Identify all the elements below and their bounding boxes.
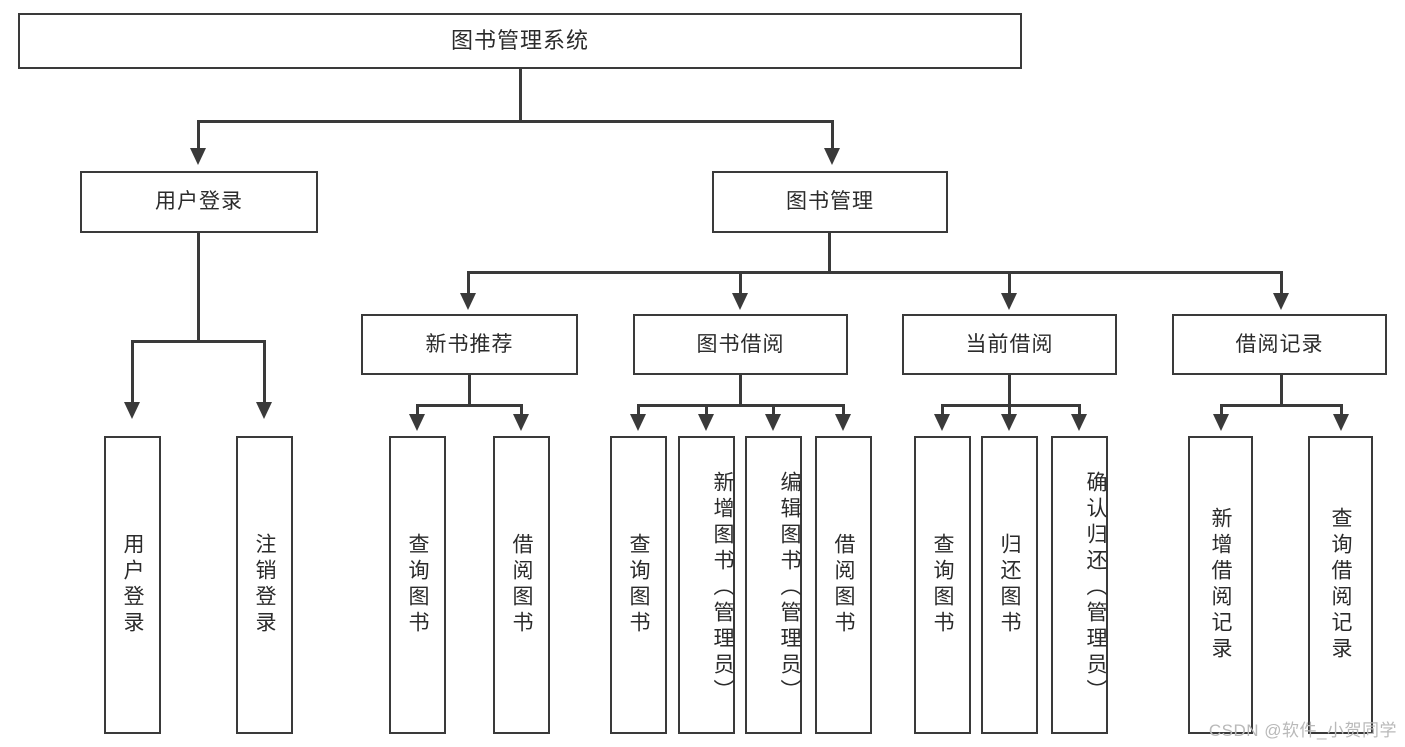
leaf-confirm-return-admin[interactable]: 确认归还（管理员） [1051,436,1108,734]
node-label: 新增借阅记录 [1209,507,1232,663]
node-user-login[interactable]: 用户登录 [80,171,318,233]
leaf-query-book-current[interactable]: 查询图书 [914,436,971,734]
edge-borrow-bus [637,404,845,407]
node-label: 用户登录 [155,190,243,214]
leaf-query-book-new[interactable]: 查询图书 [389,436,446,734]
edge-root-to-books [831,120,834,150]
node-label: 图书管理 [786,190,874,214]
node-label: 借阅记录 [1235,332,1324,356]
edge-books-to-new [467,271,470,296]
node-label: 用户登录 [121,533,144,637]
edge-newbook-to-leaf2 [520,404,523,417]
arrow-icon [732,293,748,310]
arrow-icon [1213,414,1229,431]
node-borrow-records[interactable]: 借阅记录 [1172,314,1387,375]
arrow-icon [1333,414,1349,431]
edge-books-down [828,233,831,273]
node-label: 确认归还（管理员） [1084,471,1107,705]
arrow-icon [1273,293,1289,310]
edge-newbook-to-leaf1 [416,404,419,417]
edge-records-bus [1220,404,1343,407]
node-label: 查询图书 [931,533,954,637]
edge-current-down [1008,375,1011,407]
arrow-icon [698,414,714,431]
node-current-borrowing[interactable]: 当前借阅 [902,314,1117,375]
edge-borrow-to-leaf4 [842,404,845,417]
leaf-add-borrow-record[interactable]: 新增借阅记录 [1188,436,1253,734]
edge-current-bus [941,404,1081,407]
arrow-icon [1001,293,1017,310]
edge-newbook-down [468,375,471,407]
edge-root-down [519,69,522,121]
node-label: 编辑图书（管理员） [778,471,801,705]
arrow-icon [124,402,140,419]
leaf-borrow-book-new[interactable]: 借阅图书 [493,436,550,734]
node-label: 归还图书 [998,533,1021,637]
edge-borrow-to-leaf3 [772,404,775,417]
arrow-icon [460,293,476,310]
arrow-icon [1071,414,1087,431]
edge-current-to-leaf3 [1078,404,1081,417]
edge-borrow-to-leaf2 [705,404,708,417]
edge-books-bus [467,271,1283,274]
arrow-icon [824,148,840,165]
node-book-management[interactable]: 图书管理 [712,171,948,233]
node-label: 查询借阅记录 [1329,507,1352,663]
arrow-icon [513,414,529,431]
edge-borrow-to-leaf1 [637,404,640,417]
node-label: 借阅图书 [510,533,533,637]
node-label: 当前借阅 [965,332,1054,356]
leaf-query-borrow-record[interactable]: 查询借阅记录 [1308,436,1373,734]
arrow-icon [190,148,206,165]
edge-current-to-leaf2 [1008,404,1011,417]
arrow-icon [835,414,851,431]
node-label: 查询图书 [406,533,429,637]
edge-newbook-bus [416,404,523,407]
node-label: 查询图书 [627,533,650,637]
edge-books-to-records [1280,271,1283,296]
node-label: 新增图书（管理员） [711,471,734,705]
node-label: 图书管理系统 [450,27,589,53]
edge-user-to-leaf1 [131,340,134,405]
edge-records-down [1280,375,1283,407]
node-new-book-recommendation[interactable]: 新书推荐 [361,314,578,375]
arrow-icon [1001,414,1017,431]
arrow-icon [630,414,646,431]
leaf-query-book-borrow[interactable]: 查询图书 [610,436,667,734]
edge-books-to-borrow [739,271,742,296]
edge-root-bus [197,120,834,123]
edge-user-to-leaf2 [263,340,266,405]
node-label: 新书推荐 [425,332,514,356]
leaf-edit-book-admin[interactable]: 编辑图书（管理员） [745,436,802,734]
edge-books-to-current [1008,271,1011,296]
leaf-user-login[interactable]: 用户登录 [104,436,161,734]
edge-borrow-down [739,375,742,407]
node-root-system[interactable]: 图书管理系统 [18,13,1022,69]
node-label: 借阅图书 [832,533,855,637]
edge-records-to-leaf1 [1220,404,1223,417]
leaf-borrow-book[interactable]: 借阅图书 [815,436,872,734]
edge-root-to-user [197,120,200,150]
edge-current-to-leaf1 [941,404,944,417]
node-label: 图书借阅 [696,332,785,356]
edge-user-bus [131,340,266,343]
node-label: 注销登录 [253,533,276,637]
leaf-add-book-admin[interactable]: 新增图书（管理员） [678,436,735,734]
node-book-borrowing[interactable]: 图书借阅 [633,314,848,375]
arrow-icon [765,414,781,431]
arrow-icon [934,414,950,431]
leaf-return-book[interactable]: 归还图书 [981,436,1038,734]
arrow-icon [409,414,425,431]
leaf-logout[interactable]: 注销登录 [236,436,293,734]
arrow-icon [256,402,272,419]
edge-records-to-leaf2 [1340,404,1343,417]
edge-user-down [197,233,200,343]
